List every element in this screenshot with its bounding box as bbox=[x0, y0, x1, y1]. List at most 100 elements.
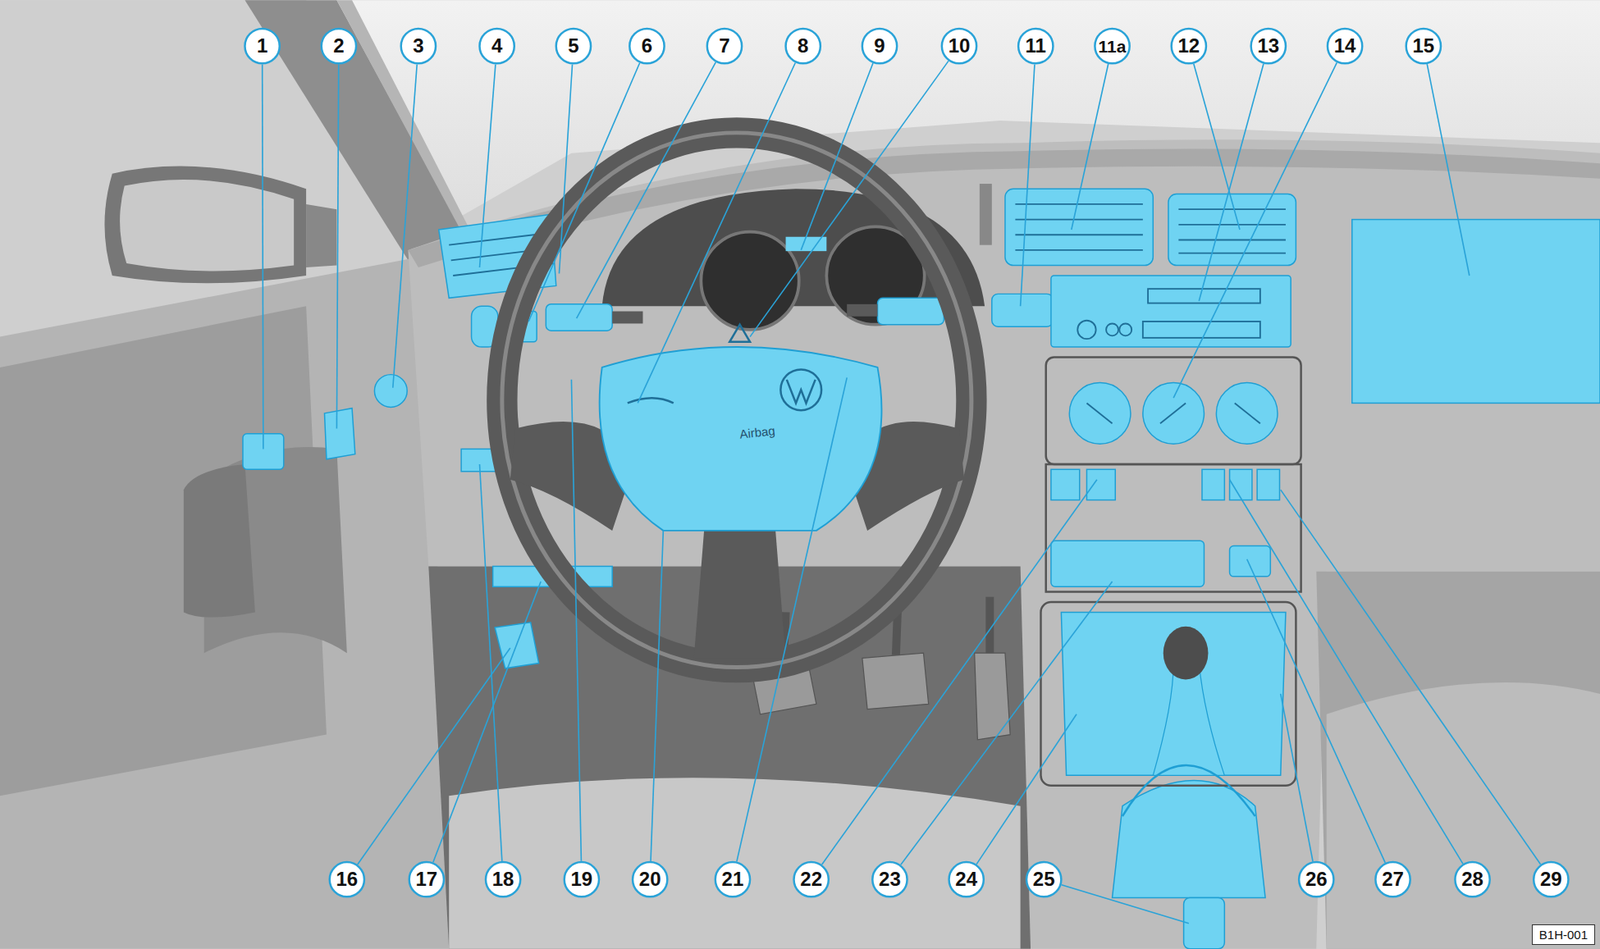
callout-circle bbox=[632, 862, 668, 897]
callout-number: 8 bbox=[797, 36, 809, 56]
callout-circle bbox=[1171, 28, 1207, 64]
callout-circle bbox=[786, 28, 821, 64]
callout-number: 26 bbox=[1305, 869, 1328, 890]
pedals-shape bbox=[862, 653, 929, 709]
radio-detail-shape bbox=[1234, 402, 1261, 424]
figure-code: B1H-001 bbox=[1531, 924, 1596, 946]
highlighted-parts-shape bbox=[1168, 194, 1296, 266]
leader-line bbox=[528, 63, 640, 322]
dashboard-shape bbox=[1326, 682, 1600, 949]
leader-line bbox=[1280, 694, 1313, 862]
leader-line bbox=[900, 581, 1113, 865]
callout-number: 4 bbox=[491, 36, 503, 56]
callout-number: 27 bbox=[1381, 869, 1404, 890]
console-frame-shape bbox=[1046, 464, 1302, 592]
steering-wheel-shape bbox=[729, 324, 750, 343]
leader-line bbox=[976, 714, 1077, 865]
callout-circle bbox=[1094, 28, 1130, 64]
leader-line bbox=[393, 64, 417, 389]
callout-number: 19 bbox=[571, 869, 594, 890]
leader-line bbox=[480, 464, 503, 862]
radio-detail-shape bbox=[1178, 224, 1286, 226]
leader-line bbox=[1071, 64, 1109, 230]
steering-wheel-shape bbox=[780, 369, 822, 411]
leader-line bbox=[433, 581, 541, 863]
callout-number: 21 bbox=[722, 869, 745, 890]
leader-line bbox=[480, 64, 496, 268]
callout-circle bbox=[1018, 28, 1053, 64]
radio-detail-shape bbox=[1014, 219, 1143, 221]
leader-line bbox=[1173, 62, 1337, 398]
leader-line bbox=[262, 64, 264, 450]
radio-detail-shape bbox=[1119, 323, 1132, 336]
dashboard-shape bbox=[1316, 571, 1600, 949]
stalk-arms-shape bbox=[612, 311, 643, 325]
instrument-cluster-shape bbox=[700, 232, 799, 330]
leader-line bbox=[637, 62, 796, 403]
callout-number: 18 bbox=[492, 869, 515, 890]
callout-circle bbox=[1026, 862, 1061, 897]
steering-wheel-shape bbox=[627, 397, 674, 403]
steering-wheel-shape bbox=[599, 347, 883, 531]
radio-detail-shape bbox=[1106, 323, 1119, 336]
door-mirror-shape bbox=[306, 204, 337, 268]
callout-number: 11a bbox=[1098, 36, 1127, 55]
callout-circle bbox=[941, 28, 977, 64]
highlighted-parts-shape bbox=[1184, 898, 1226, 949]
leader-line bbox=[650, 530, 663, 862]
callout-circle bbox=[1406, 28, 1441, 64]
leader-line bbox=[1061, 885, 1189, 924]
highlighted-parts-shape bbox=[877, 297, 945, 325]
callout-circle bbox=[862, 28, 897, 64]
dashboard-shape bbox=[407, 139, 1600, 949]
leader-line bbox=[1247, 559, 1386, 864]
callout-circle bbox=[401, 28, 436, 64]
callout-circle bbox=[1327, 28, 1363, 64]
gear-lever-shape bbox=[1122, 765, 1256, 817]
callout-number: 23 bbox=[878, 869, 901, 890]
callout-number: 20 bbox=[639, 869, 662, 890]
callout-number: 16 bbox=[335, 869, 358, 890]
highlighted-parts-shape bbox=[545, 304, 613, 331]
callout-circle bbox=[794, 862, 829, 897]
leader-line bbox=[559, 64, 573, 275]
radio-detail-shape bbox=[1147, 288, 1261, 303]
callout-circle bbox=[485, 862, 521, 897]
radio-detail-shape bbox=[1014, 233, 1143, 236]
callout-circle bbox=[244, 28, 279, 64]
callout-circle bbox=[1454, 862, 1490, 897]
radio-detail-shape bbox=[1160, 402, 1186, 424]
leader-line bbox=[736, 377, 847, 862]
console-frame bbox=[1040, 356, 1301, 786]
callout-number: 12 bbox=[1177, 36, 1200, 56]
callout-number: 5 bbox=[567, 36, 579, 56]
radio-detail-shape bbox=[1142, 321, 1261, 339]
callout-number: 10 bbox=[948, 36, 971, 56]
door-mirror-shape bbox=[119, 179, 294, 272]
pedals-shape bbox=[974, 653, 1011, 741]
steering-wheel-shape bbox=[786, 379, 816, 404]
leader-line bbox=[749, 60, 949, 337]
callout-number: 13 bbox=[1257, 36, 1280, 56]
door-mirror-shape bbox=[104, 166, 307, 284]
callout-number: 2 bbox=[333, 36, 344, 56]
steering-wheel-shape bbox=[694, 530, 787, 659]
callout-circle bbox=[480, 28, 515, 64]
a-pillar-shape bbox=[336, 0, 471, 238]
leader-line bbox=[1020, 64, 1035, 307]
radio-detail-shape bbox=[1178, 208, 1286, 211]
leader-line bbox=[571, 379, 581, 862]
callout-circle bbox=[1251, 28, 1286, 64]
callout-number: 14 bbox=[1334, 36, 1357, 56]
callout-number: 3 bbox=[412, 36, 424, 56]
callout-number: 9 bbox=[873, 36, 885, 56]
airbag-marking: Airbag bbox=[738, 425, 776, 441]
leader-line bbox=[1198, 64, 1264, 302]
leader-line bbox=[800, 63, 874, 251]
gear-lever-shape bbox=[1163, 626, 1209, 681]
callout-number: 25 bbox=[1033, 869, 1056, 890]
callout-circle bbox=[321, 28, 357, 64]
door-panel-shape bbox=[183, 464, 256, 618]
